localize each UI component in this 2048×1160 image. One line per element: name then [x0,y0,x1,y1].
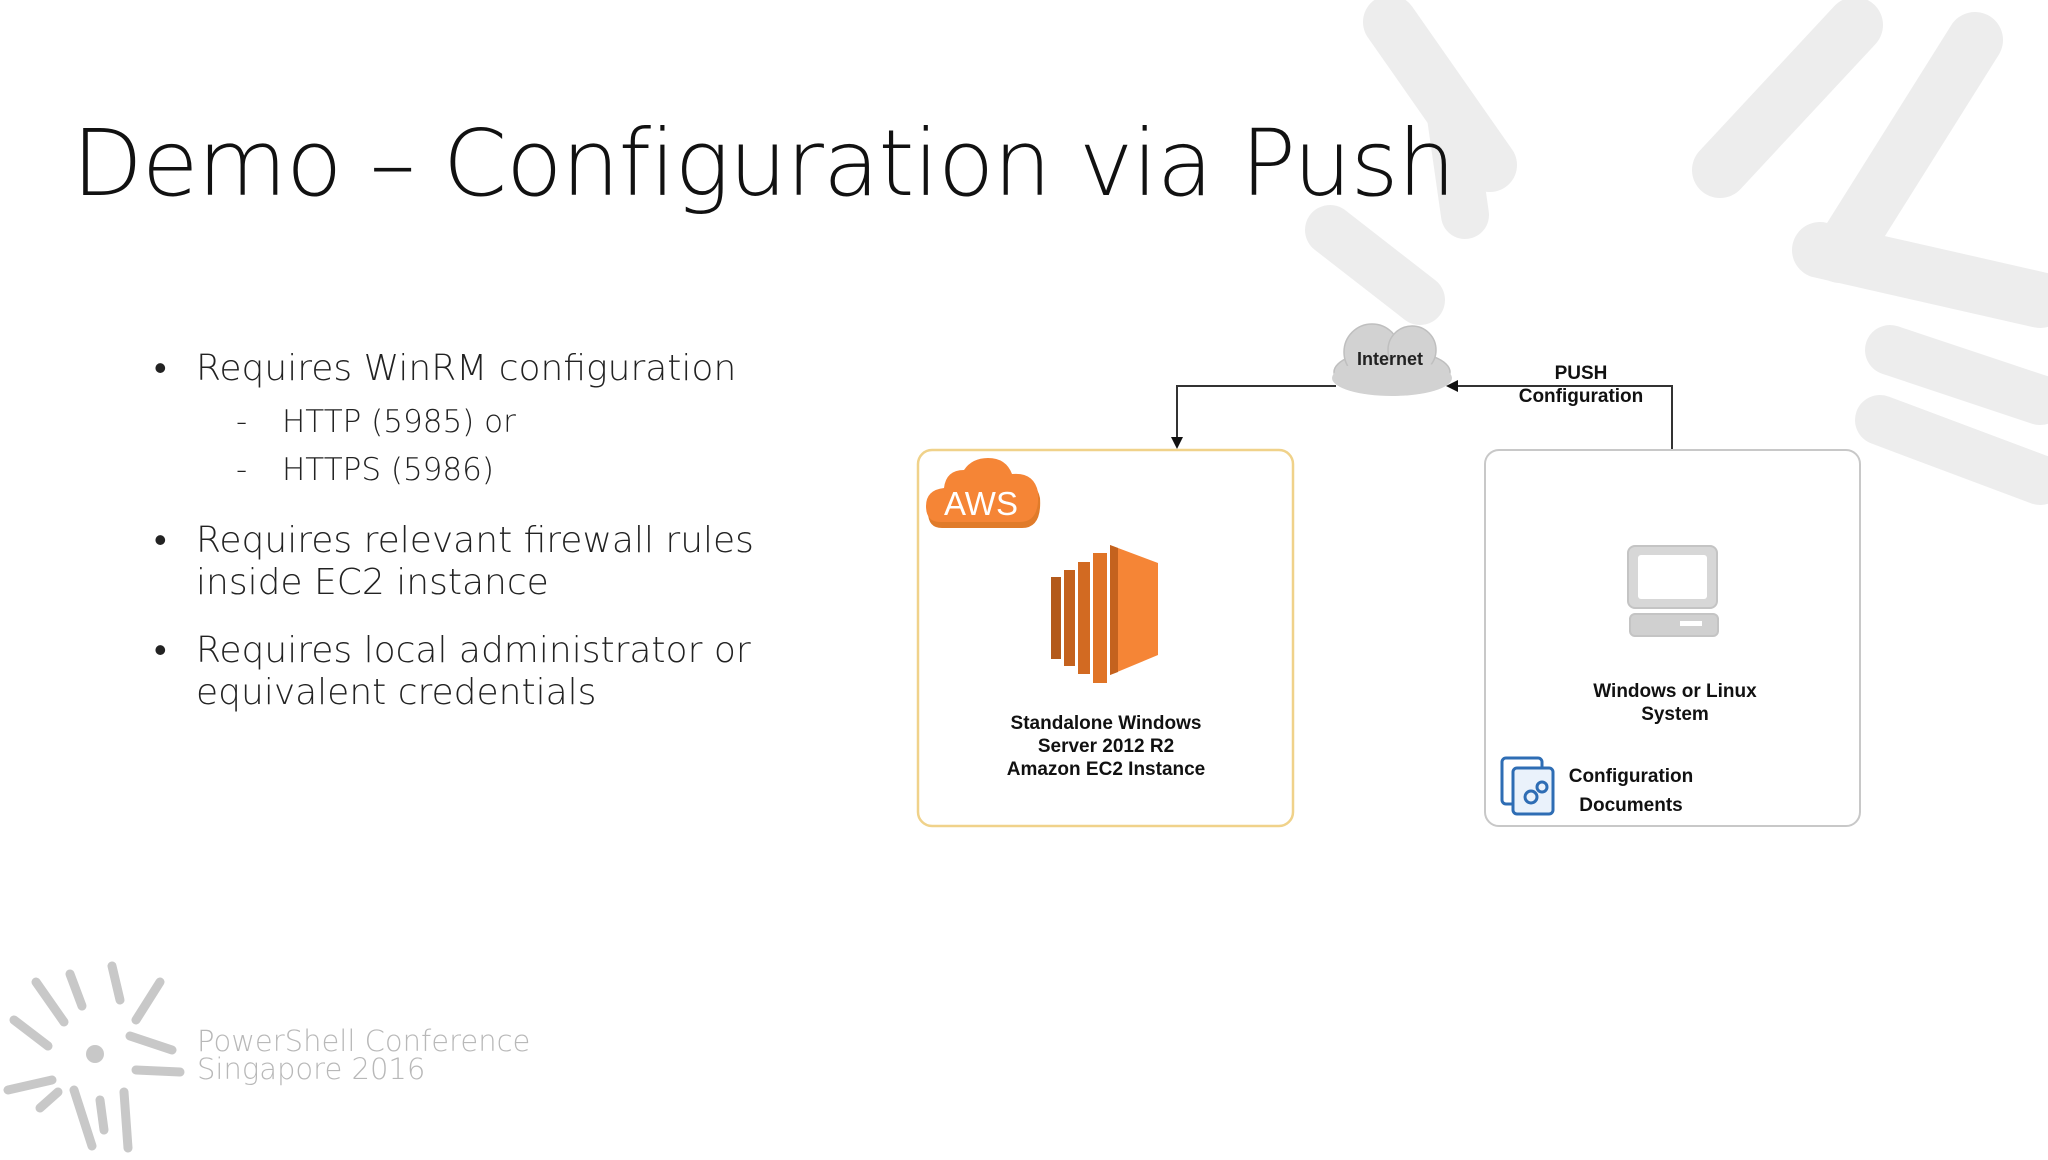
sub-list: - HTTP (5985) or - HTTPS (5986) [196,398,870,494]
docs-label: Configuration Documents [1568,766,1694,816]
internet-connector [1171,385,1336,449]
sub-item-text: HTTPS (5986) [282,452,494,488]
aws-cloud-icon [926,458,1041,528]
bullet-text: Requires relevant firewall rules inside … [196,520,754,603]
sub-item-http: - HTTP (5985) or [196,398,870,446]
bullet-text: Requires WinRM configuration [196,348,737,389]
push-label: PUSH Configuration [1518,363,1644,407]
bullet-marker: • [154,348,167,389]
bullet-credentials: • Requires local administrator or equiva… [150,630,870,714]
configuration-documents-icon [1500,756,1555,816]
bullet-text: Requires local administrator or equivale… [196,630,751,713]
footer-line-2: Singapore 2016 [197,1052,426,1086]
system-box [1484,449,1861,827]
cloud-icon [1332,323,1452,396]
slide-title: Demo – Configuration via Push [72,110,1456,217]
footer-line-1: PowerShell Conference [197,1024,531,1058]
sub-item-https: - HTTPS (5986) [196,446,870,494]
cloud-label: Internet [1356,349,1423,369]
push-connector [1446,380,1673,449]
bullet-marker: • [154,630,167,671]
conference-logo-icon [3,961,185,1153]
bullet-winrm: • Requires WinRM configuration - HTTP (5… [150,348,870,494]
ec2-label: Standalone Windows Server 2012 R2 Amazon… [1006,713,1206,780]
ec2-instance-icon [1051,545,1158,683]
sub-marker: - [236,452,248,488]
sub-item-text: HTTP (5985) or [282,404,516,440]
bullet-marker: • [154,520,167,561]
bullet-firewall: • Requires relevant firewall rules insid… [150,520,870,604]
bullet-list: • Requires WinRM configuration - HTTP (5… [150,348,870,740]
sub-marker: - [236,404,248,440]
footer-event-name: PowerShell Conference Singapore 2016 [197,1024,531,1086]
aws-badge-label: AWS [944,485,1018,522]
laptop-icon [1627,545,1719,637]
system-label: Windows or Linux System [1593,681,1757,725]
